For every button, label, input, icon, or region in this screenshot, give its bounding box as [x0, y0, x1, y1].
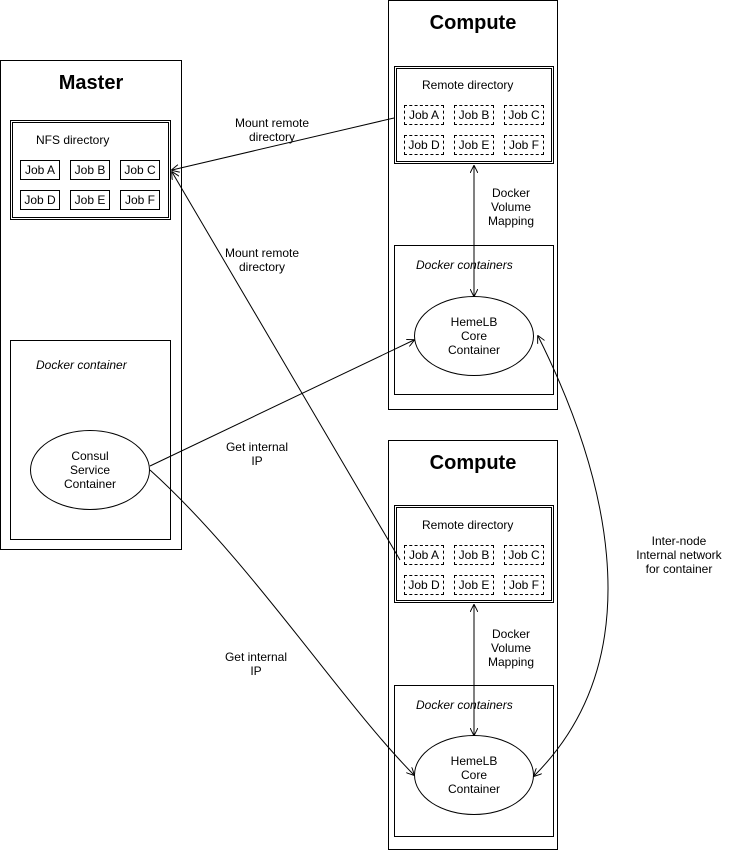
- compute1-job-d: Job D: [404, 135, 444, 155]
- consul-line1: Consul: [71, 449, 109, 463]
- volume2-line1: Docker: [491, 627, 530, 641]
- edge-internode-network: [534, 336, 609, 776]
- label-get-ip-1: Get internal IP: [212, 440, 302, 468]
- compute2-core-line2: Core: [460, 768, 487, 782]
- master-nfs-label: NFS directory: [36, 133, 110, 147]
- compute2-core-line1: HemeLB: [450, 754, 498, 768]
- edge-get-ip-1: [149, 340, 414, 467]
- compute1-docker-containers-label: Docker containers: [416, 258, 513, 272]
- compute2-docker-containers-label: Docker containers: [416, 698, 513, 712]
- volume1-line1: Docker: [491, 186, 530, 200]
- compute1-remote-label: Remote directory: [422, 78, 514, 92]
- consul-service-container: Consul Service Container: [30, 430, 150, 510]
- master-nfs-directory: [10, 120, 171, 220]
- getip1-line2: IP: [251, 454, 263, 468]
- master-docker-container-label: Docker container: [36, 358, 127, 372]
- label-mount-remote-1: Mount remote directory: [222, 116, 322, 144]
- master-job-d: Job D: [20, 190, 60, 210]
- master-job-b: Job B: [70, 160, 110, 180]
- master-job-c: Job C: [120, 160, 160, 180]
- compute2-job-a: Job A: [404, 545, 444, 565]
- mount1-line1: Mount remote: [234, 116, 310, 130]
- master-job-e: Job E: [70, 190, 110, 210]
- compute2-remote-label: Remote directory: [422, 518, 514, 532]
- compute1-node: [388, 0, 558, 410]
- compute1-core-line1: HemeLB: [450, 315, 498, 329]
- master-job-a: Job A: [20, 160, 60, 180]
- mount2-line1: Mount remote: [224, 246, 300, 260]
- label-volume-mapping-2: Docker Volume Mapping: [478, 627, 544, 669]
- getip1-line1: Get internal: [225, 440, 289, 454]
- edge-mount-remote-2: [172, 172, 401, 561]
- volume2-line3: Mapping: [487, 655, 535, 669]
- compute1-remote-directory: [394, 66, 554, 164]
- compute1-job-a: Job A: [404, 105, 444, 125]
- volume1-line3: Mapping: [487, 214, 535, 228]
- internode-line3: for container: [645, 562, 713, 576]
- internode-line1: Inter-node: [651, 534, 707, 548]
- mount2-line2: directory: [238, 260, 285, 274]
- consul-line2: Service: [69, 463, 110, 477]
- getip2-line1: Get internal: [224, 650, 288, 664]
- label-mount-remote-2: Mount remote directory: [212, 246, 312, 274]
- compute2-title: Compute: [429, 452, 517, 474]
- compute2-job-e: Job E: [454, 575, 494, 595]
- volume1-line2: Volume: [490, 200, 532, 214]
- mount1-line2: directory: [248, 130, 295, 144]
- compute2-core-line3: Container: [447, 782, 501, 796]
- compute1-job-c: Job C: [504, 105, 544, 125]
- compute1-job-b: Job B: [454, 105, 494, 125]
- compute2-job-d: Job D: [404, 575, 444, 595]
- label-internode-network: Inter-node Internal network for containe…: [626, 534, 732, 576]
- master-node: [0, 60, 182, 550]
- master-docker-container: [10, 340, 171, 540]
- master-title: Master: [58, 72, 124, 94]
- compute1-title: Compute: [429, 12, 517, 34]
- master-job-f: Job F: [120, 190, 160, 210]
- compute1-core-line2: Core: [460, 329, 487, 343]
- getip2-line2: IP: [250, 664, 262, 678]
- label-get-ip-2: Get internal IP: [211, 650, 301, 678]
- compute1-job-e: Job E: [454, 135, 494, 155]
- internode-line2: Internal network: [636, 548, 722, 562]
- compute1-core-line3: Container: [447, 343, 501, 357]
- label-volume-mapping-1: Docker Volume Mapping: [478, 186, 544, 228]
- compute2-node: [388, 440, 558, 850]
- volume2-line2: Volume: [490, 641, 532, 655]
- compute1-job-f: Job F: [504, 135, 544, 155]
- edge-get-ip-2: [149, 469, 414, 775]
- compute2-job-b: Job B: [454, 545, 494, 565]
- compute2-remote-directory: [394, 505, 554, 603]
- edge-mount-remote-1: [172, 117, 395, 170]
- consul-line3: Container: [63, 477, 117, 491]
